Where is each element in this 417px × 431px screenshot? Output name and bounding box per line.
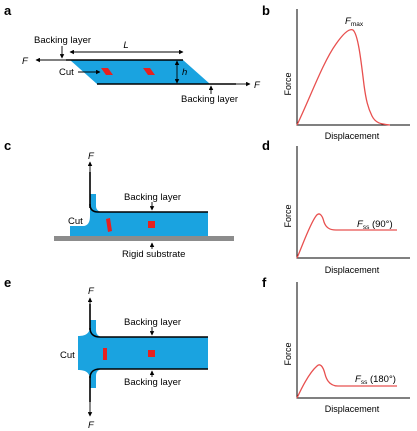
backing-label-c: Backing layer [124,192,181,203]
plateau-subscript-f: ss [361,379,368,386]
x-axis-label-b: Displacement [325,131,380,141]
panel-letter-c: c [4,138,11,153]
height-label: h [182,67,187,78]
force-label-left: F [22,56,29,67]
force-label-bottom-e: F [88,420,95,431]
plateau-force-label-f: Fss (180°) [355,374,396,386]
y-axis-label-b: Force [283,72,293,95]
peak-force-label: Fmax [345,16,364,28]
panel-d: d Force Displacement Fss (90°) [262,138,410,275]
specimen-peel-90 [70,194,208,236]
x-axis-label-f: Displacement [325,404,380,414]
force-label-c: F [88,151,95,162]
backing-label-top-e: Backing layer [124,317,181,328]
panel-letter-f: f [262,275,267,290]
cut-label-c: Cut [68,216,83,227]
y-axis-label-f: Force [283,342,293,365]
backing-layer-upper-line [89,327,208,338]
panel-b: b Force Displacement Fmax [262,3,410,141]
panel-letter-d: d [262,138,270,153]
panel-f: f Force Displacement Fss (180°) [262,275,410,414]
peak-force-symbol: F [345,16,352,27]
panel-letter-a: a [4,3,12,18]
plateau-angle-d: (90°) [369,219,392,230]
panel-letter-e: e [4,275,11,290]
plateau-subscript-d: ss [363,224,370,231]
axes-d [296,146,410,259]
y-axis-label-d: Force [283,204,293,227]
panel-c: c F Cut Backing layer Rigid substrate [4,138,234,260]
panel-e: e F F Cut Backing layer Backing layer [4,275,208,431]
cut-mark-bar [103,348,107,360]
plateau-symbol-f: F [355,374,362,385]
backing-label-top: Backing layer [34,35,91,46]
backing-label-bottom-e: Backing layer [124,377,181,388]
cut-label-e: Cut [60,350,75,361]
panel-a: a F F L h Cut Backing layer Backing laye… [4,3,261,105]
peak-force-subscript: max [351,21,364,28]
cut-mark-right [143,68,155,75]
force-curve-b [296,28,391,126]
length-label: L [123,40,128,51]
substrate-label: Rigid substrate [122,249,185,260]
panel-letter-b: b [262,3,270,18]
force-curve-f [296,364,397,399]
cut-mark-slanted [106,218,112,232]
cut-label: Cut [59,67,74,78]
plateau-force-label-d: Fss (90°) [357,219,393,231]
cut-mark-square-e [148,350,155,357]
rigid-substrate [54,236,234,241]
cut-mark-left [101,68,113,75]
force-label-top-e: F [88,286,95,297]
backing-layer-lower-line [89,368,208,379]
force-curve-d [296,213,397,259]
plateau-angle-f: (180°) [367,374,396,385]
x-axis-label-d: Displacement [325,265,380,275]
cut-mark-square [148,221,155,228]
backing-label-bottom: Backing layer [181,94,238,105]
force-label-right: F [254,80,261,91]
backing-layer-line [89,203,208,213]
plateau-symbol-d: F [357,219,364,230]
